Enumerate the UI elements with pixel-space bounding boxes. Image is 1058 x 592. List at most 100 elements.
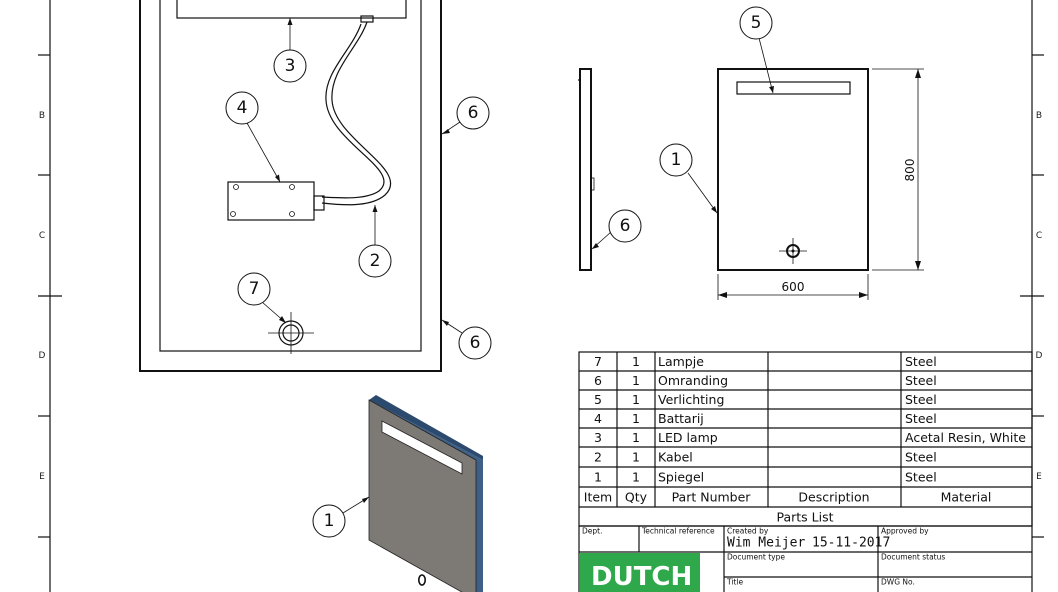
svg-text:1: 1	[632, 470, 640, 485]
screw-hole	[230, 211, 236, 217]
created-by-value: Wim Meijer	[727, 536, 805, 551]
svg-text:LED lamp: LED lamp	[658, 430, 718, 445]
zone-label: C	[39, 231, 45, 241]
side-view	[578, 68, 595, 271]
mirror-front	[717, 68, 869, 271]
svg-text:Material: Material	[941, 490, 992, 505]
table-row: 3 1 LED lamp Acetal Resin, White	[594, 430, 1026, 445]
screw-hole	[233, 184, 239, 190]
created-date-value: 15-11-2017	[812, 536, 890, 551]
svg-text:4: 4	[237, 98, 248, 118]
svg-text:1: 1	[594, 470, 602, 485]
svg-text:Steel: Steel	[905, 470, 937, 485]
svg-text:2: 2	[594, 450, 602, 465]
svg-text:2: 2	[370, 251, 381, 271]
parts-list-table: 7 1 Lampje Steel 6 1 Omranding Steel 5 1…	[578, 351, 1033, 527]
side-profile	[579, 68, 592, 271]
drawing-frame	[38, 0, 1044, 592]
svg-text:Steel: Steel	[905, 354, 937, 369]
back-view	[139, 0, 442, 372]
svg-text:1: 1	[632, 392, 640, 407]
height-label: 800	[903, 159, 917, 182]
svg-text:Acetal Resin, White: Acetal Resin, White	[905, 430, 1026, 445]
zone-label: C	[1036, 231, 1042, 241]
svg-text:Steel: Steel	[905, 450, 937, 465]
svg-text:Verlichting: Verlichting	[658, 392, 724, 407]
svg-text:DUTCH: DUTCH	[591, 562, 692, 592]
parts-list-title: Parts List	[776, 510, 833, 525]
callout-bubble: 6	[456, 96, 490, 130]
table-row: 2 1 Kabel Steel	[594, 450, 937, 465]
callout-bubble: 1	[659, 143, 693, 177]
width-label: 600	[782, 280, 805, 294]
svg-text:1: 1	[671, 150, 682, 170]
table-row: 6 1 Omranding Steel	[594, 373, 937, 388]
cable-connector	[360, 15, 374, 23]
svg-text:6: 6	[468, 103, 479, 123]
table-row: 5 1 Verlichting Steel	[594, 392, 937, 407]
svg-text:1: 1	[324, 511, 335, 531]
leader-lines	[246, 18, 774, 514]
led-lamp-strip	[176, 0, 407, 19]
iso-light-strip	[381, 420, 463, 475]
tech-ref-label: Technical reference	[641, 527, 715, 536]
isometric-view	[368, 395, 483, 592]
iso-lamp	[417, 574, 426, 586]
dept-label: Dept.	[582, 527, 602, 536]
mirror-inner-frame	[159, 0, 422, 352]
callout-bubble: 6	[608, 209, 642, 243]
svg-text:Steel: Steel	[905, 411, 937, 426]
dwg-no-label: DWG No.	[881, 578, 915, 587]
svg-text:Lampje: Lampje	[658, 354, 704, 369]
svg-text:3: 3	[285, 56, 296, 76]
dimension-width: 600	[717, 274, 869, 300]
svg-text:1: 1	[632, 450, 640, 465]
doc-type-label: Document type	[727, 553, 785, 562]
created-by-label: Created by	[727, 527, 769, 536]
svg-text:Spiegel: Spiegel	[658, 470, 704, 485]
zone-label: E	[39, 472, 45, 482]
svg-text:Battarij: Battarij	[658, 411, 704, 426]
callout-bubble: 3	[273, 49, 307, 83]
table-header-row: Item Qty Part Number Description Materia…	[584, 490, 992, 505]
dimension-height: 800	[872, 68, 924, 271]
zone-labels: B C D E B C D E	[39, 111, 1043, 482]
mirror-outer-frame	[139, 0, 442, 372]
svg-text:Kabel: Kabel	[658, 450, 693, 465]
front-view	[717, 68, 869, 271]
zone-label: D	[39, 351, 46, 361]
svg-text:5: 5	[594, 392, 602, 407]
svg-text:6: 6	[594, 373, 602, 388]
doc-status-label: Document status	[881, 553, 945, 562]
screw-hole	[289, 211, 295, 217]
zone-label: E	[1036, 472, 1042, 482]
svg-text:1: 1	[632, 430, 640, 445]
callout-bubble: 7	[237, 272, 271, 306]
svg-text:1: 1	[632, 354, 640, 369]
svg-text:Description: Description	[798, 490, 869, 505]
svg-text:7: 7	[594, 354, 602, 369]
svg-text:6: 6	[620, 216, 631, 236]
callout-bubble: 6	[458, 326, 492, 360]
svg-text:Steel: Steel	[905, 373, 937, 388]
callout-bubble: 1	[312, 504, 346, 538]
zone-label: B	[39, 111, 45, 121]
zone-label: B	[1036, 111, 1042, 121]
table-row: 4 1 Battarij Steel	[594, 411, 937, 426]
svg-text:3: 3	[594, 430, 602, 445]
dutch-logo: DUTCH	[580, 553, 700, 592]
title-label: Title	[726, 578, 743, 587]
title-block: Dept. Technical reference Created by Wim…	[578, 526, 1032, 592]
callout-bubble: 5	[739, 6, 773, 40]
svg-text:7: 7	[249, 279, 260, 299]
svg-text:1: 1	[632, 373, 640, 388]
svg-text:4: 4	[594, 411, 602, 426]
light-strip	[736, 81, 851, 95]
zone-label: D	[1036, 351, 1043, 361]
svg-text:6: 6	[470, 333, 481, 353]
svg-text:Item: Item	[584, 490, 612, 505]
callout-bubble: 2	[358, 244, 392, 278]
svg-text:1: 1	[632, 411, 640, 426]
table-row: 7 1 Lampje Steel	[594, 354, 937, 369]
